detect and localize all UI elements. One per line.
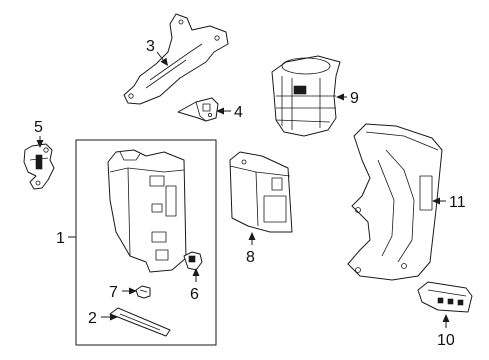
part-8-module [229,151,293,233]
callout-1: 1 [56,230,65,247]
callout-11: 11 [449,194,466,211]
callout-2: 2 [88,310,97,327]
callout-3: 3 [146,38,155,55]
part-9-motor [271,55,341,137]
part-7-clip [135,285,151,299]
callout-9: 9 [350,90,359,107]
callout-8: 8 [246,249,255,266]
part-1-module [107,149,187,273]
part-5-sensor [23,143,55,190]
part-11-bracket [347,123,443,281]
leader-lines [36,51,450,328]
callout-5: 5 [34,119,43,136]
assembly-box [75,139,217,346]
part-6-connector [183,251,203,271]
part-3-bracket [123,13,229,105]
callout-4: 4 [234,104,243,121]
callout-6: 6 [190,286,199,303]
callout-10: 10 [437,332,455,349]
callout-7: 7 [109,284,118,301]
part-4-bracket [177,97,219,122]
part-10-connector [417,281,473,313]
part-2-strip [109,307,171,337]
